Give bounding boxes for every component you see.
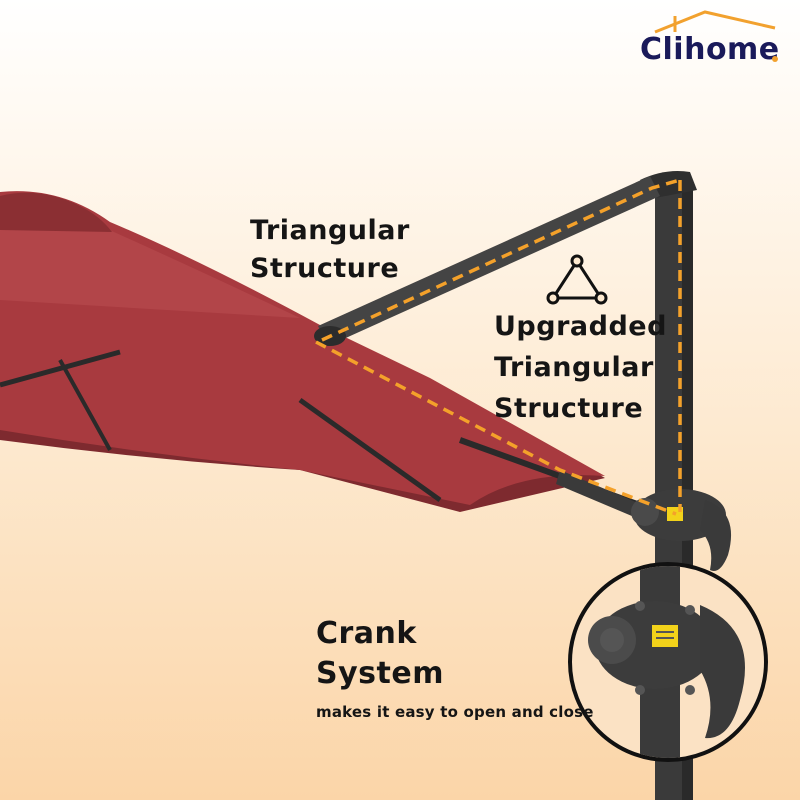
logo-roof-icon — [654, 10, 776, 34]
label-line: Structure — [250, 253, 400, 284]
triangular-structure-label: Triangular Structure — [250, 212, 410, 288]
label-line: Upgradded — [494, 311, 667, 342]
canopy-rib — [298, 397, 442, 503]
lower-arm — [556, 470, 650, 522]
crank-system-label: Crank System makes it easy to open and c… — [316, 614, 594, 722]
crank-zoom-circle — [568, 562, 768, 762]
crank-handle — [700, 500, 732, 571]
canopy-rib — [58, 359, 112, 451]
dashed-highlight-lower — [315, 340, 677, 516]
canopy-rib — [0, 349, 121, 388]
canopy-vent — [0, 192, 112, 232]
label-line: Triangular — [250, 215, 410, 246]
crank-knob — [631, 498, 659, 526]
upper-arm — [318, 176, 660, 346]
dashed-highlight-upper — [321, 178, 681, 342]
logo-accent-dot — [772, 56, 778, 62]
triangle-icon — [546, 254, 608, 305]
brand-logo: Clihome — [640, 32, 780, 67]
label-line: Structure — [494, 393, 644, 424]
label-line: Crank — [316, 616, 417, 651]
label-line: Triangular — [494, 352, 654, 383]
label-line: System — [316, 656, 444, 691]
crank-subtext: makes it easy to open and close — [316, 703, 594, 721]
upgraded-triangular-structure-label: Upgradded Triangular Structure — [494, 306, 667, 429]
